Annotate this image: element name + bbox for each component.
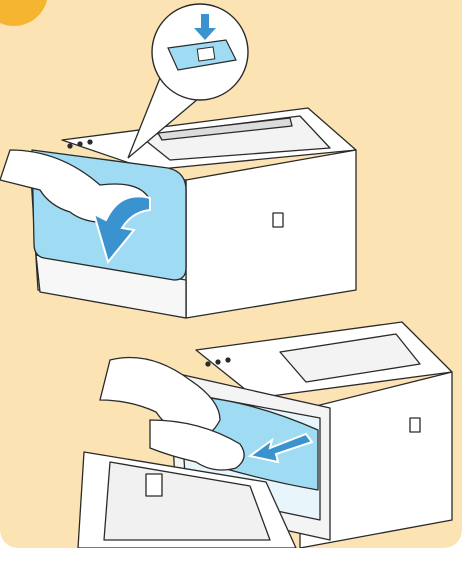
logo-icon-bottom: [410, 418, 420, 432]
logo-icon: [273, 213, 283, 227]
instruction-illustration-panel: [0, 0, 462, 548]
